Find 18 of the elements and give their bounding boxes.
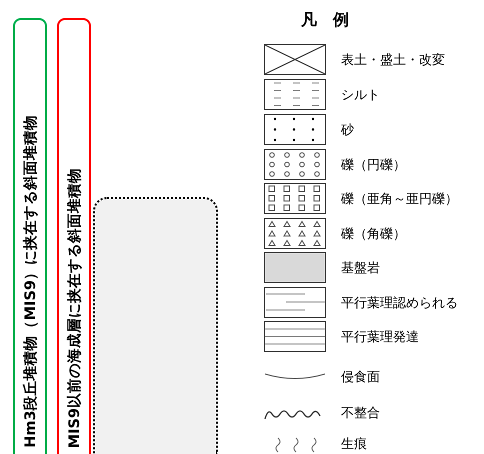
legend-label: 礫（亜角～亜円礫） <box>341 191 458 208</box>
legend-label: シルト <box>341 87 380 104</box>
legend-label: 砂 <box>341 122 354 139</box>
legend-label: 生痕 <box>341 436 367 453</box>
legend-label: 平行葉理認められる <box>341 295 458 312</box>
box-label: Hm3段丘堆積物（MIS9）に挟在する斜面堆積物 <box>22 115 40 448</box>
legend-label: 侵食面 <box>341 369 380 386</box>
rounded-box <box>13 18 47 454</box>
legend-label: 表土・盛土・改変 <box>341 52 445 69</box>
legend-title: 凡 例 <box>301 10 349 31</box>
dotted-box <box>93 197 218 454</box>
rounded-box <box>57 18 91 454</box>
legend-label: 礫（円礫） <box>341 157 406 174</box>
legend-label: 基盤岩 <box>341 260 380 277</box>
box-label: MIS9以前の海成層に挟在する斜面堆積物 <box>66 168 84 448</box>
legend-label: 礫（角礫） <box>341 226 406 243</box>
legend-label: 平行葉理発達 <box>341 329 419 346</box>
legend-label: 不整合 <box>341 405 380 422</box>
